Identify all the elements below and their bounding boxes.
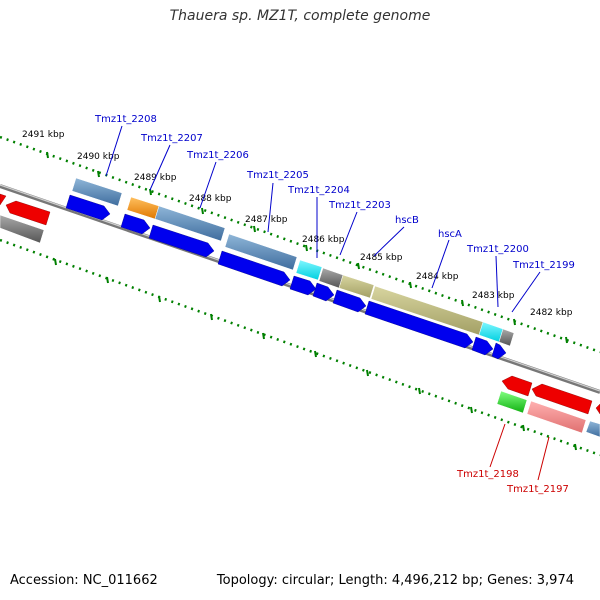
feature-block (224, 233, 298, 271)
cds-arrow (501, 375, 533, 397)
gene-label: Tmz1t_2204 (287, 185, 350, 196)
cds-arrow (312, 282, 335, 302)
ruler-label: 2483 kbp (472, 291, 515, 301)
cds-arrow (332, 289, 367, 313)
ruler-label: 2490 kbp (77, 152, 120, 162)
ruler-label: 2485 kbp (360, 253, 403, 263)
ruler-inner-dots (0, 238, 600, 457)
cds-arrow (65, 194, 111, 221)
accession-label: Accession: NC_011662 (10, 573, 158, 588)
cds-arrow (364, 300, 474, 349)
ruler-outer-dots (0, 135, 600, 354)
gene-label: Tmz1t_2203 (328, 200, 391, 211)
feature-block (585, 420, 600, 438)
ruler-label: 2491 kbp (22, 130, 65, 140)
gene-label: Tmz1t_2208 (94, 114, 157, 125)
feature-block (496, 390, 528, 414)
feature-block (126, 196, 160, 220)
cds-arrow (595, 403, 600, 415)
feature-block (498, 328, 515, 347)
ruler-label: 2482 kbp (530, 308, 573, 318)
gene-label: Tmz1t_2206 (186, 150, 249, 161)
feature-block (71, 177, 123, 207)
map-title: Thauera sp. MZ1T, complete genome (169, 8, 431, 24)
gene-label: Tmz1t_2199 (512, 260, 575, 271)
cds-arrow (0, 193, 7, 206)
forward-cds (65, 194, 507, 360)
feature-block (338, 274, 375, 299)
ruler-ticks (46, 151, 577, 451)
gene-label: Tmz1t_2200 (466, 244, 529, 255)
feature-block (478, 321, 504, 343)
gene-label: Tmz1t_2205 (246, 170, 309, 181)
cds-arrow (531, 383, 593, 415)
gene-label: Tmz1t_2198 (456, 469, 519, 480)
cds-arrow (120, 213, 151, 235)
gene-label: hscB (395, 215, 419, 226)
ruler-label: 2488 kbp (189, 194, 232, 204)
cds-arrow (148, 224, 215, 258)
reverse-cds (0, 193, 600, 415)
feature-block (526, 400, 587, 434)
cds-arrow (491, 342, 507, 360)
gene-label: Tmz1t_2207 (140, 133, 203, 144)
feature-block (0, 214, 45, 244)
feature-block (154, 205, 226, 242)
gene-label: hscA (438, 229, 462, 240)
gene-label: Tmz1t_2197 (506, 484, 569, 495)
cds-arrow (289, 275, 317, 296)
label-leaders (105, 125, 550, 481)
cds-arrow (217, 250, 291, 287)
ruler-label: 2484 kbp (416, 272, 459, 282)
reverse-features (496, 390, 600, 438)
cds-arrow (471, 336, 494, 356)
genome-summary: Topology: circular; Length: 4,496,212 bp… (216, 573, 574, 588)
ruler-label: 2487 kbp (245, 215, 288, 225)
cds-arrow (5, 200, 51, 226)
feature-block (295, 259, 323, 281)
gene-features (0, 177, 515, 347)
ruler-label: 2486 kbp (302, 235, 345, 245)
